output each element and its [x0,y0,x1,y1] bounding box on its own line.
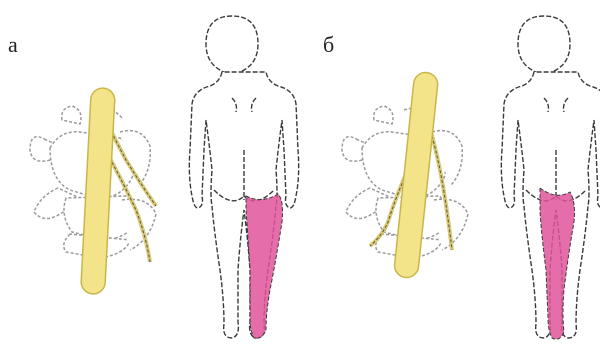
nerve-root-illustration [81,88,116,295]
dermatome-highlight [246,194,283,338]
panel-a-group [30,16,299,338]
body-back-silhouette [189,16,298,338]
panel-b-group [342,16,600,339]
